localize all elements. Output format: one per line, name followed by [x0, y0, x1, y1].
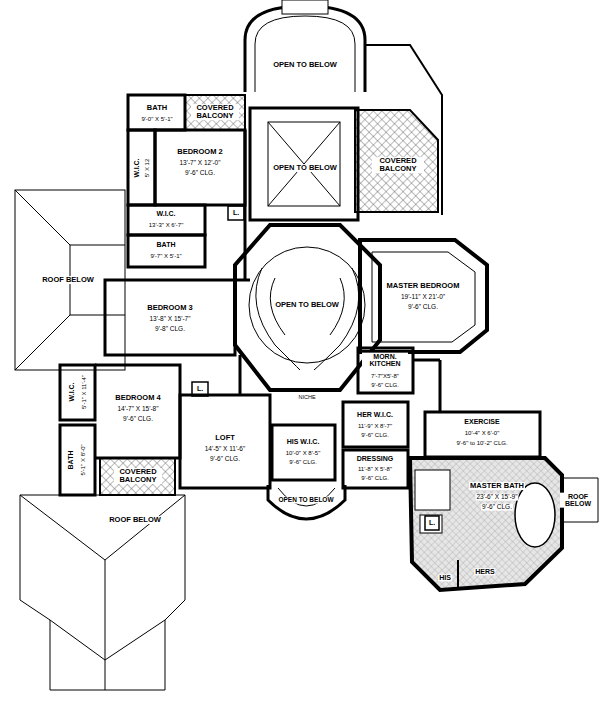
- room-label: EXERCISE: [463, 418, 500, 425]
- room-label: 9'-6" CLG.: [288, 459, 318, 465]
- room-label: BATH: [67, 450, 74, 471]
- room-label: BEDROOM 3: [146, 304, 193, 312]
- room-label: HIS: [438, 574, 452, 581]
- room-label: HERS: [474, 568, 495, 575]
- room-label: ROOF BELOW: [41, 276, 95, 284]
- room-label: 7'-7"X5'-8": [370, 373, 400, 379]
- room-label: 9'-6" CLG.: [184, 170, 216, 177]
- room-label: OPEN TO BELOW: [277, 497, 334, 504]
- room-label: COVERED BALCONY: [114, 468, 162, 484]
- room-label: 9'-8" CLG.: [154, 326, 186, 333]
- room-label: BATH: [146, 104, 168, 112]
- room-label: 10'-4" X 6'-0": [464, 430, 501, 436]
- room-label: LOFT: [214, 434, 236, 442]
- room-label: OPEN TO BELOW: [272, 61, 338, 69]
- room-label: 9'-7" X 5'-1": [149, 253, 182, 259]
- room-label: OPEN TO BELOW: [274, 301, 340, 309]
- room-label: 13'-7" X 12'-0": [178, 160, 221, 167]
- room-label: 14'-5" X 11'-6": [204, 446, 247, 453]
- room-label: L.: [428, 519, 436, 526]
- room-label: 9'-6" CLG.: [360, 475, 390, 481]
- room-label: HER W.I.C.: [356, 411, 394, 418]
- room-label: 14'-7" X 15'-8": [116, 406, 159, 413]
- room-label: W.I.C.: [155, 210, 176, 217]
- room-label: MASTER BATH: [469, 482, 525, 490]
- room-label: NICHE: [297, 395, 316, 401]
- room-label: ROOF BELOW: [108, 516, 162, 524]
- room-label: HIS W.I.C.: [286, 438, 321, 445]
- room-label: W.I.C.: [133, 157, 140, 178]
- room-label: BEDROOM 4: [114, 394, 161, 402]
- room-label: OPEN TO BELOW: [272, 164, 338, 172]
- room-label: 13'-8" X 15'-7": [148, 316, 191, 323]
- room-label: 19'-11" X 21'-0": [400, 294, 446, 301]
- room-label: L.: [196, 385, 204, 392]
- room-label: 9'-6" to 10'-2" CLG.: [455, 440, 508, 446]
- room-label: MORN. KITCHEN: [362, 353, 408, 368]
- room-label: 5' X 12: [144, 158, 150, 179]
- room-label: COVERED BALCONY: [191, 104, 239, 120]
- room-label: 9'-6" CLG.: [122, 416, 154, 423]
- room-label: 13'-3" X 6'-7": [148, 222, 185, 228]
- room-label: 9'-0" X 5'-1": [140, 116, 173, 122]
- room-label: ROOF BELOW: [560, 493, 596, 508]
- room-label: 9'-6" CLG.: [481, 504, 513, 511]
- room-label: 11'-9" X 8'-7": [357, 423, 393, 429]
- room-label: 9'-6" CLG.: [209, 456, 241, 463]
- room-label: 9'-6" CLG.: [360, 432, 390, 438]
- room-label: 10'-0" X 8'-5": [285, 450, 322, 456]
- room-label: DRESSING: [356, 455, 395, 462]
- room-label: W.I.C.: [68, 381, 75, 402]
- room-label: 5'-1" X 8'-0": [80, 443, 86, 476]
- room-label: COVERED BALCONY: [372, 157, 424, 173]
- room-label: 5'-1" X 11'-4": [81, 374, 87, 410]
- room-label: MASTER BEDROOM: [386, 282, 461, 290]
- room-label: 23'-6" X 15'-9": [475, 494, 518, 501]
- room-label: BATH: [156, 241, 177, 248]
- room-label: 11'-8" X 5'-8": [357, 466, 393, 472]
- room-label: L.: [232, 209, 240, 216]
- room-label: BEDROOM 2: [176, 148, 223, 156]
- room-label: 9'-6" CLG.: [407, 304, 439, 311]
- room-label: 9'-6" CLG.: [370, 382, 400, 388]
